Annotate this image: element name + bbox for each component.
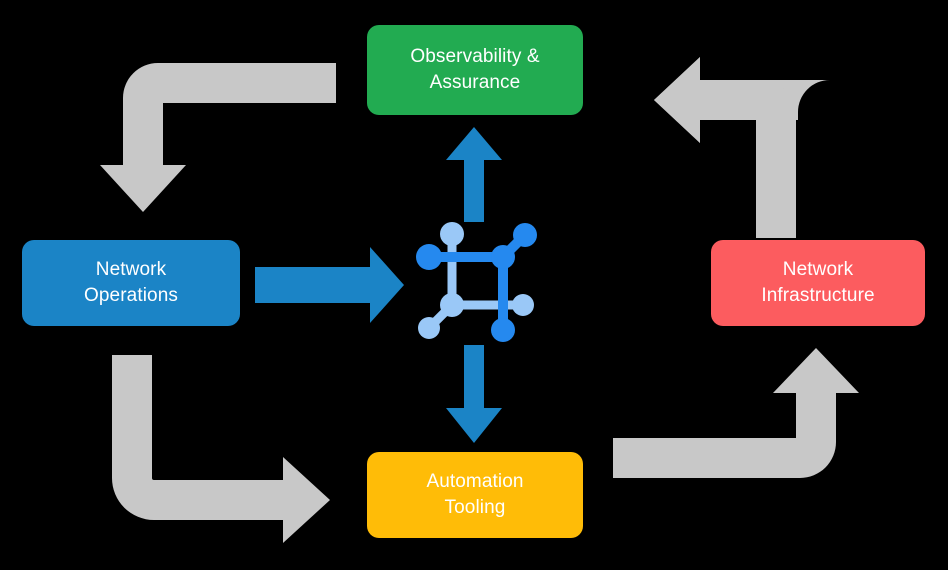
node-box-network-operations[interactable]: Network Operations [22,240,240,326]
connector-observability-to-operations [100,63,336,212]
connector-operations-to-automation [112,355,330,543]
connector-automation-to-infrastructure [613,348,859,478]
network-topology-icon [416,222,537,342]
node-box-automation-tooling[interactable]: Automation Tooling [367,452,583,538]
connector-infrastructure-to-observability-body [654,57,796,238]
connector-center-to-automation [446,345,502,443]
connector-center-to-observability [446,127,502,222]
connector-operations-to-center [255,247,404,323]
node-box-network-infrastructure[interactable]: Network Infrastructure [711,240,925,326]
node-box-observability[interactable]: Observability & Assurance [367,25,583,115]
